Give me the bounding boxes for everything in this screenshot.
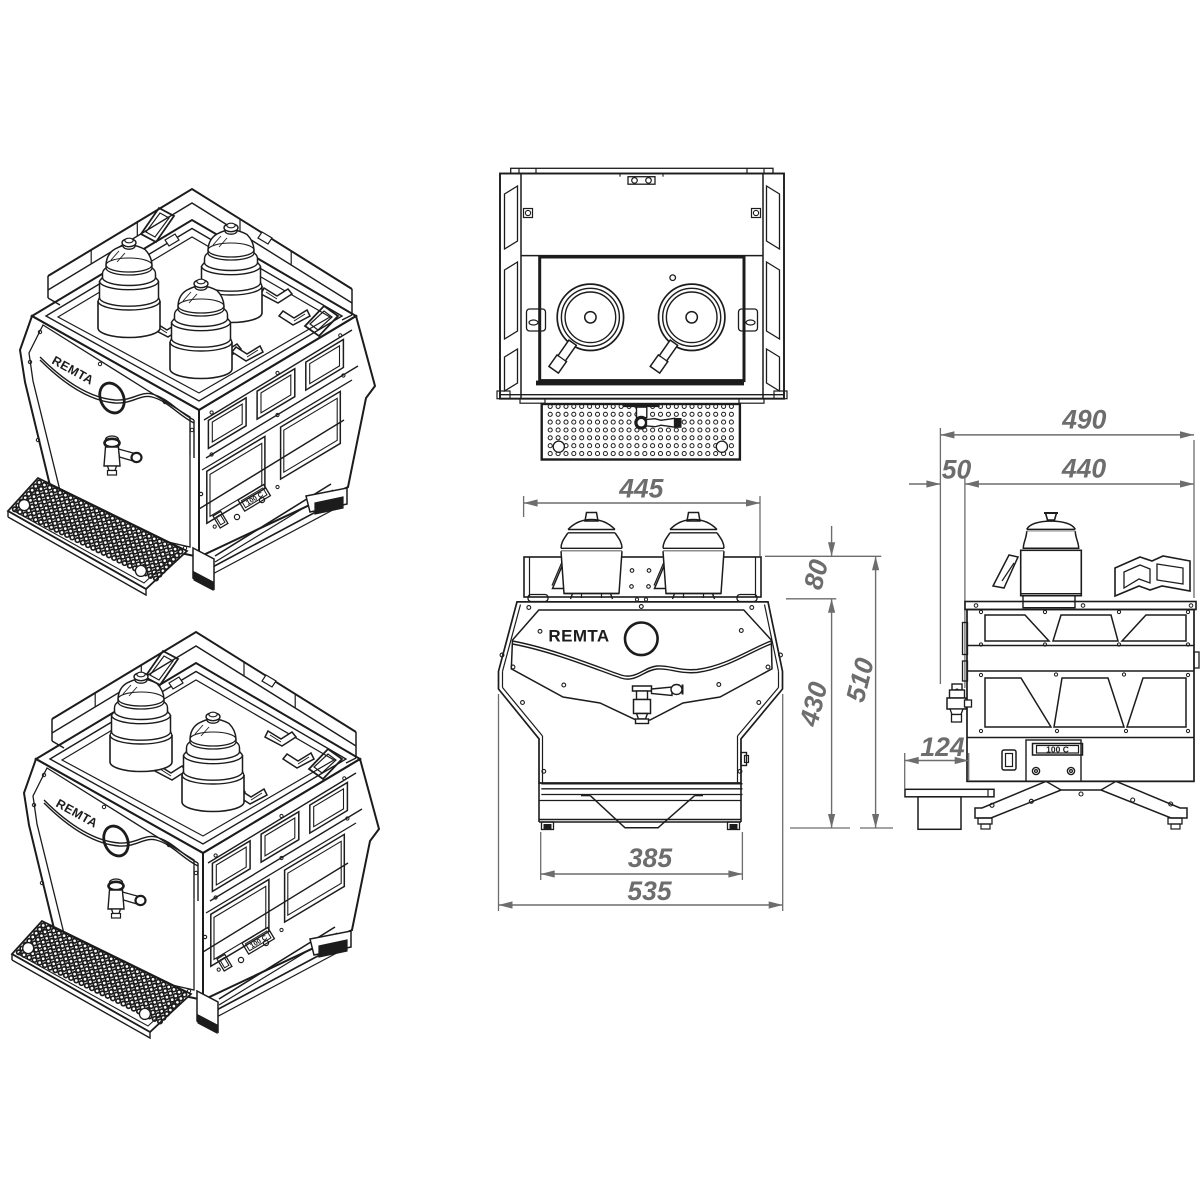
svg-text:440: 440 (1061, 454, 1106, 484)
svg-text:490: 490 (1061, 404, 1106, 434)
svg-text:385: 385 (628, 843, 673, 873)
svg-text:50: 50 (942, 455, 972, 485)
svg-text:REMTA: REMTA (548, 627, 609, 646)
svg-text:445: 445 (618, 474, 664, 504)
svg-text:535: 535 (627, 876, 672, 906)
svg-text:100 C: 100 C (1046, 744, 1069, 754)
svg-text:124: 124 (920, 732, 964, 762)
svg-text:80: 80 (798, 556, 834, 592)
